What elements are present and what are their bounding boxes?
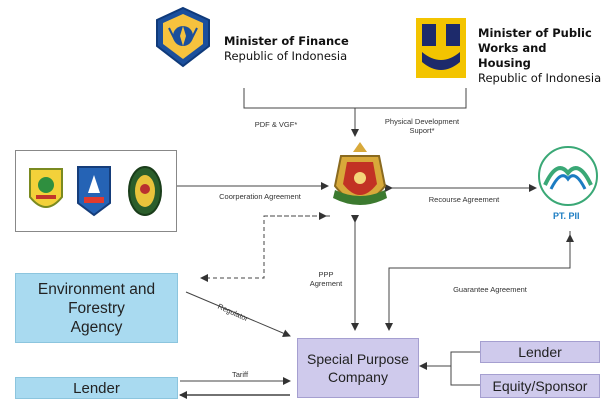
finance-caption: Minister of Finance Republic of Indonesi… [224, 34, 364, 64]
regulator-arrow [185, 291, 291, 337]
dashed-link [200, 215, 330, 282]
finance-subtitle: Republic of Indonesia [224, 49, 348, 63]
tariff-label: Tariff [231, 370, 249, 379]
physical-support-line-2: Suport* [409, 126, 435, 135]
physical-support-label: Physical Development Suport* [372, 117, 472, 135]
finance-title: Minister of Finance [224, 34, 349, 48]
public-works-caption: Minister of Public Works and Housing Rep… [478, 26, 603, 86]
spc-line-2: Company [328, 369, 388, 385]
regency-emblem-2-icon [74, 163, 114, 219]
ppp-line-2: Agrement [309, 279, 343, 288]
ministry-funding-line [243, 88, 467, 109]
environment-line-3: Agency [70, 318, 123, 336]
cooperation-label: Coorperation Agreement [219, 192, 301, 201]
environment-agency-box: Environment and Forestry Agency [15, 273, 178, 343]
ministry-of-finance-emblem-icon [153, 6, 213, 68]
lender-right-box: Lender [480, 341, 600, 363]
finance-bracket [450, 351, 480, 386]
recourse-label: Recourse Agreement [428, 195, 500, 204]
ppp-line-1: PPP [318, 270, 334, 279]
ppp-agreement-label: PPP Agrement [306, 270, 346, 288]
regency-emblem-1-icon [26, 165, 66, 217]
yogyakarta-emblem-icon [329, 140, 391, 220]
public-works-logo-icon [416, 18, 466, 78]
special-purpose-company-box: Special Purpose Company [297, 338, 419, 398]
spc-line-1: Special Purpose [307, 351, 409, 367]
pt-pii-name: PT. PII [553, 211, 580, 221]
pt-pii-logo-icon [537, 145, 599, 207]
public-works-title-1: Minister of Public [478, 26, 592, 40]
guarantee-label: Guarantee Agreement [453, 285, 527, 294]
environment-line-2: Forestry [68, 299, 125, 317]
regency-emblem-3-icon [126, 163, 164, 219]
guarantee-line [385, 231, 571, 331]
lender-left-box: Lender [15, 377, 178, 399]
pdf-vgf-label: PDF & VGF* [254, 120, 298, 129]
public-works-subtitle: Republic of Indonesia [478, 71, 602, 85]
regional-governments-frame [15, 150, 177, 232]
environment-line-1: Environment and [37, 280, 156, 298]
physical-support-line-1: Physical Development [384, 117, 460, 126]
equity-sponsor-box: Equity/Sponsor [480, 374, 600, 398]
public-works-title-2: Works and Housing [478, 41, 547, 70]
